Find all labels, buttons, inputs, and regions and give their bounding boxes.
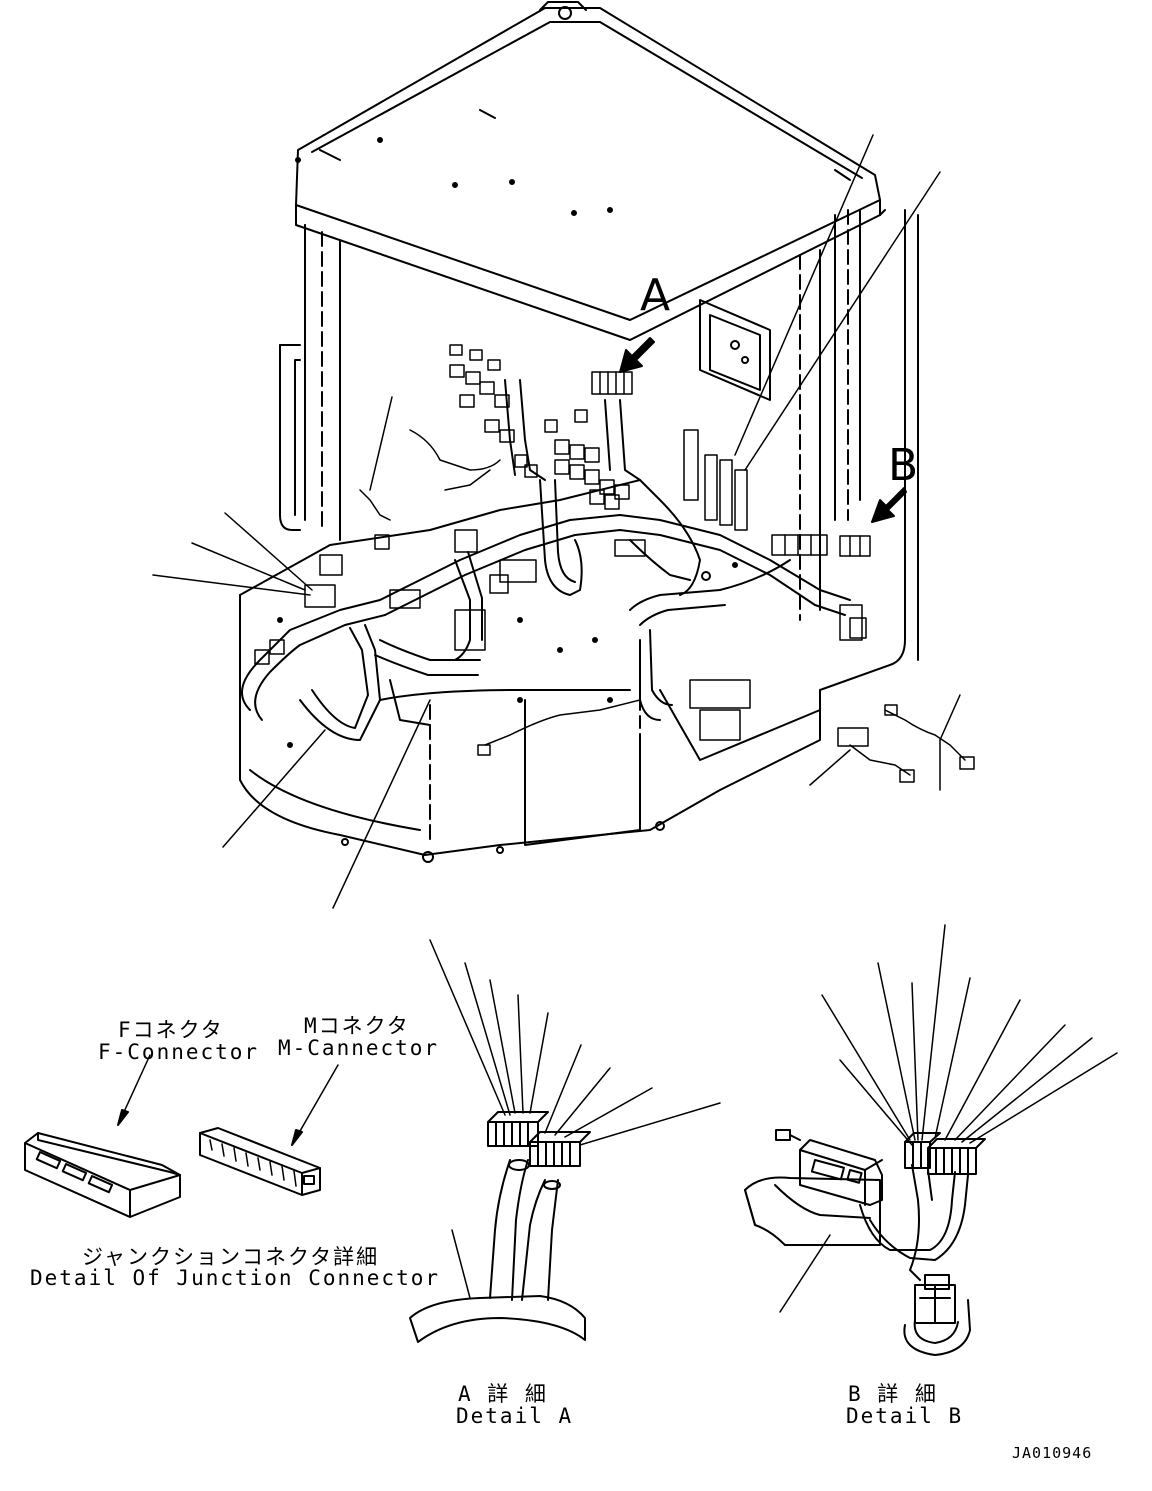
view-arrows <box>619 337 907 523</box>
f-connector-label-jp: Fコネクタ <box>118 1018 224 1042</box>
main-harness <box>241 379 851 741</box>
detail-b-label-en: Detail B <box>846 1404 964 1428</box>
detail-b-marker: B <box>888 440 919 491</box>
cab-floor <box>239 479 821 863</box>
detail-a-illustration <box>409 939 721 1343</box>
f-connector-label-en: F-Connector <box>98 1040 260 1064</box>
junction-detail-label-jp: ジャンクションコネクタ詳細 <box>82 1245 380 1269</box>
drawing-number: JA010946 <box>1012 1444 1093 1462</box>
m-connector-illustration <box>199 1064 339 1196</box>
detail-b-label-jp: B 詳 細 <box>848 1382 938 1406</box>
f-connector-illustration <box>24 1054 181 1218</box>
detail-a-marker: A <box>640 270 671 321</box>
detail-a-label-jp: A 詳 細 <box>458 1382 548 1406</box>
detail-b-illustration <box>744 924 1118 1356</box>
m-connector-label-jp: Mコネクタ <box>304 1014 410 1038</box>
cab-roof <box>295 1 881 341</box>
detail-a-label-en: Detail A <box>456 1404 574 1428</box>
junction-detail-label-en: Detail Of Junction Connector <box>30 1266 441 1290</box>
leader-lines <box>152 134 961 909</box>
m-connector-label-en: M-Cannector <box>278 1036 440 1060</box>
cab-frame <box>279 209 919 691</box>
connector-clusters <box>254 344 975 783</box>
branch-wires <box>359 429 966 776</box>
